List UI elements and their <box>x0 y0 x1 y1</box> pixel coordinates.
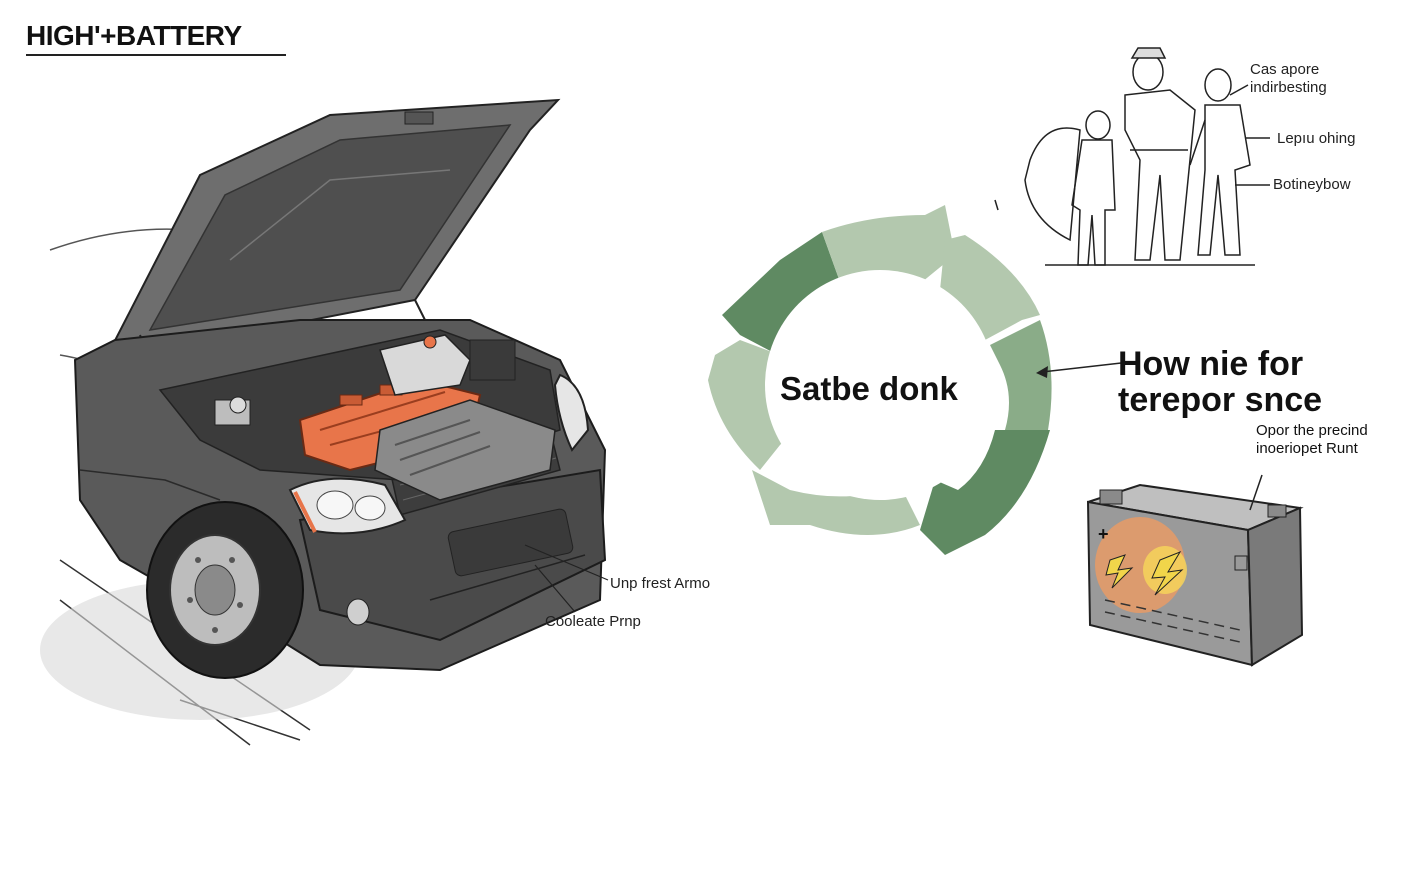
cycle-diagram <box>708 205 1131 555</box>
headline-line-2: terepor snce <box>1118 381 1323 419</box>
car-wheel <box>146 501 304 679</box>
car-label-cooleate: Cooleate Prnp <box>545 613 641 630</box>
cycle-center-text: Satbe donk <box>780 370 958 407</box>
people-label-1-line2: indirbesting <box>1250 79 1327 96</box>
battery-plus-symbol: + <box>1098 524 1109 544</box>
headline: How nie for terepor snce <box>1118 346 1322 418</box>
battery-caption-line-1: Opor the precind <box>1256 422 1368 439</box>
leader-line-unp <box>524 544 609 581</box>
car-label-unp-frest: Unp frest Armo <box>610 575 711 592</box>
people-illustration <box>994 47 1270 266</box>
people-label-1-line1: Cas apore <box>1250 61 1320 78</box>
page-title: HIGH'+BATTERY <box>26 20 242 51</box>
people-label-2: Lepıu ohing <box>1277 130 1356 147</box>
battery-caption: Opor the precind inoeriopet Runt <box>1256 422 1368 458</box>
battery-caption-line-2: inoeriopet Runt <box>1256 440 1358 457</box>
car-illustration <box>40 98 609 746</box>
people-label-3: Botineybow <box>1273 176 1351 193</box>
battery-illustration <box>1086 474 1304 667</box>
engine-bay <box>158 329 561 501</box>
leader-line-cooleate <box>534 564 576 613</box>
title-underline <box>26 54 286 56</box>
headline-line-1: How nie for <box>1118 345 1304 383</box>
